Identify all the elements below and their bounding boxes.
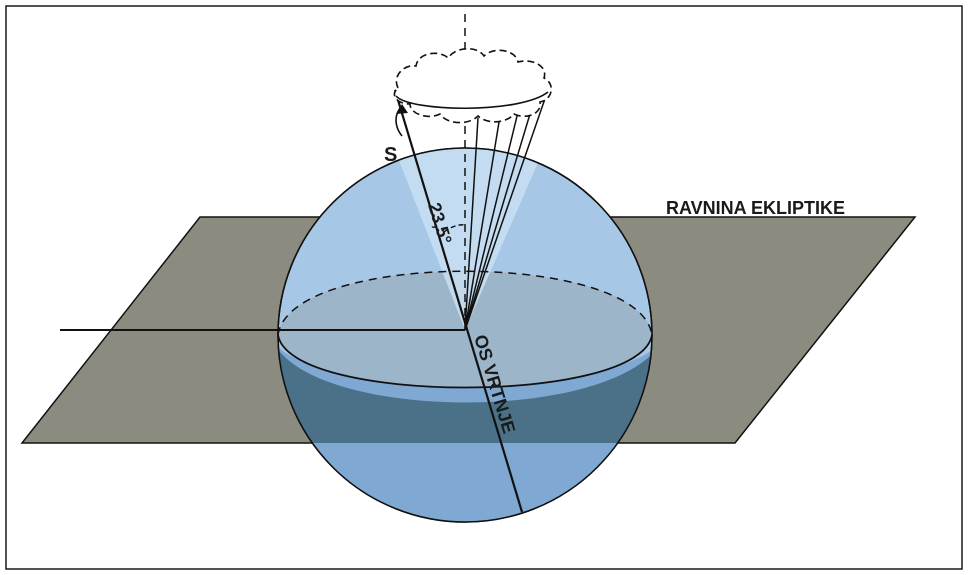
- precession-cone-top: [393, 47, 552, 124]
- cone-line-5: [464, 89, 549, 331]
- cone-line-4: [464, 103, 534, 331]
- equator-front: [277, 334, 653, 389]
- north-label: S: [384, 144, 397, 166]
- tilt-angle-arc: [443, 224, 467, 233]
- cone-line-1: [464, 117, 479, 331]
- equator-back: [277, 270, 653, 336]
- rotation-axis-line: [393, 89, 524, 513]
- polar-cap: [395, 148, 540, 330]
- cone-line-3: [464, 111, 519, 331]
- figure-border: [5, 5, 963, 570]
- cone-line-2: [464, 115, 501, 331]
- ecliptic-plane-label: RAVNINA EKLIPTIKE: [666, 198, 845, 218]
- plane-intersection-band: [278, 335, 652, 443]
